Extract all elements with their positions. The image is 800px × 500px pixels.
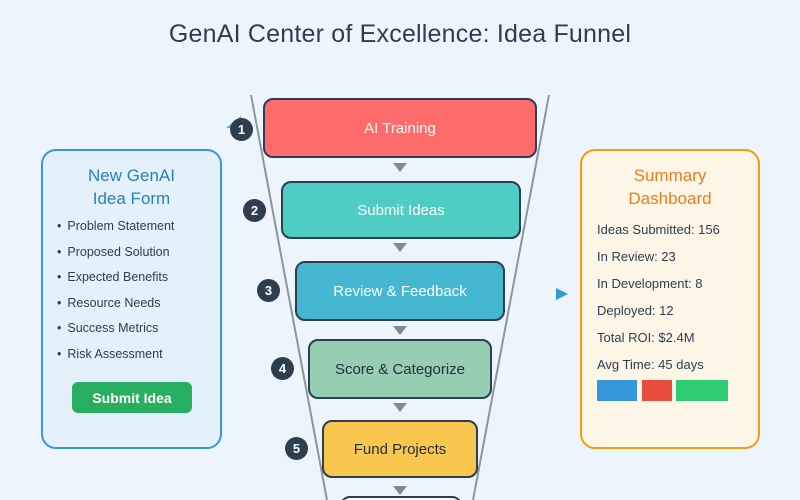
page-title: GenAI Center of Excellence: Idea Funnel [168,20,632,48]
stage-label: Fund Projects [353,440,447,458]
form-field-item: • Expected Benefits [57,270,214,284]
stage-number-badge-3: 3 [257,279,280,302]
funnel-stage-submit-ideas: Submit Ideas [281,181,521,239]
idea-form-title: New GenAI Idea Form [43,165,220,211]
down-arrow-icon [393,163,407,172]
submit-idea-button[interactable]: Submit Idea [72,382,192,413]
idea-form-title-line1: New GenAI [88,166,175,185]
form-field-label: Success Metrics [67,321,159,335]
bullet-icon: • [57,219,62,233]
stage-number-badge-4: 4 [271,357,294,380]
form-field-label: Expected Benefits [67,270,169,284]
funnel-stage-next-partial [340,496,462,500]
form-field-item: • Problem Statement [57,219,214,233]
summary-dashboard-panel: Summary Dashboard Ideas Submitted: 156 I… [580,149,760,449]
form-field-label: Resource Needs [67,295,161,310]
funnel-stage-score-categorize: Score & Categorize [308,339,492,399]
bullet-icon: • [57,270,62,284]
form-field-label: Risk Assessment [67,346,163,361]
dashboard-pointer-icon [556,288,568,300]
dashboard-title-line2: Dashboard [628,188,712,208]
down-arrow-icon [393,403,407,412]
legend-bar-green [676,380,728,401]
stat-ideas-submitted: Ideas Submitted: 156 [597,222,720,237]
funnel-stage-ai-training: AI Training [263,98,537,158]
down-arrow-icon [393,486,407,495]
stat-in-development: In Development: 8 [597,276,703,291]
stage-label: Review & Feedback [333,282,467,300]
stat-deployed: Deployed: 12 [597,303,674,318]
stage-label: Submit Ideas [357,201,445,219]
funnel-wall-left [250,94,328,500]
form-field-label: Problem Statement [67,219,175,233]
legend-bar-red [642,380,672,401]
dashboard-stats-list: Ideas Submitted: 156 In Review: 23 In De… [597,223,752,385]
bullet-icon: • [57,295,62,310]
bullet-icon: • [57,244,62,259]
form-field-item: • Risk Assessment [57,347,214,361]
idea-form-panel: New GenAI Idea Form • Problem Statement •… [41,149,222,449]
stage-label: Score & Categorize [334,360,466,378]
stat-avg-time: Avg Time: 45 days [597,357,704,372]
bullet-icon: • [57,346,62,361]
stage-label: AI Training [364,119,436,137]
down-arrow-icon [393,326,407,335]
idea-form-title-line2: Idea Form [92,188,171,208]
legend-bar-blue [597,380,637,401]
form-field-label: Proposed Solution [67,244,170,259]
funnel-stage-review-feedback: Review & Feedback [295,261,505,321]
bullet-icon: • [57,321,62,335]
stage-number-badge-1: 1 [230,118,253,141]
stat-total-roi: Total ROI: $2.4M [597,330,695,345]
stage-number-badge-5: 5 [285,437,308,460]
funnel-wall-right [472,94,550,500]
form-field-item: • Success Metrics [57,321,214,335]
dashboard-title: Summary Dashboard [582,165,758,211]
idea-form-field-list: • Problem Statement • Proposed Solution • E… [57,219,214,372]
stage-number-badge-2: 2 [243,199,266,222]
form-field-item: • Resource Needs [57,296,214,310]
funnel-stage-fund-projects: Fund Projects [322,420,478,478]
dashboard-legend-bars [597,380,728,401]
dashboard-title-line1: Summary [633,166,707,185]
form-field-item: • Proposed Solution [57,245,214,259]
stat-in-review: In Review: 23 [597,249,676,264]
down-arrow-icon [393,243,407,252]
